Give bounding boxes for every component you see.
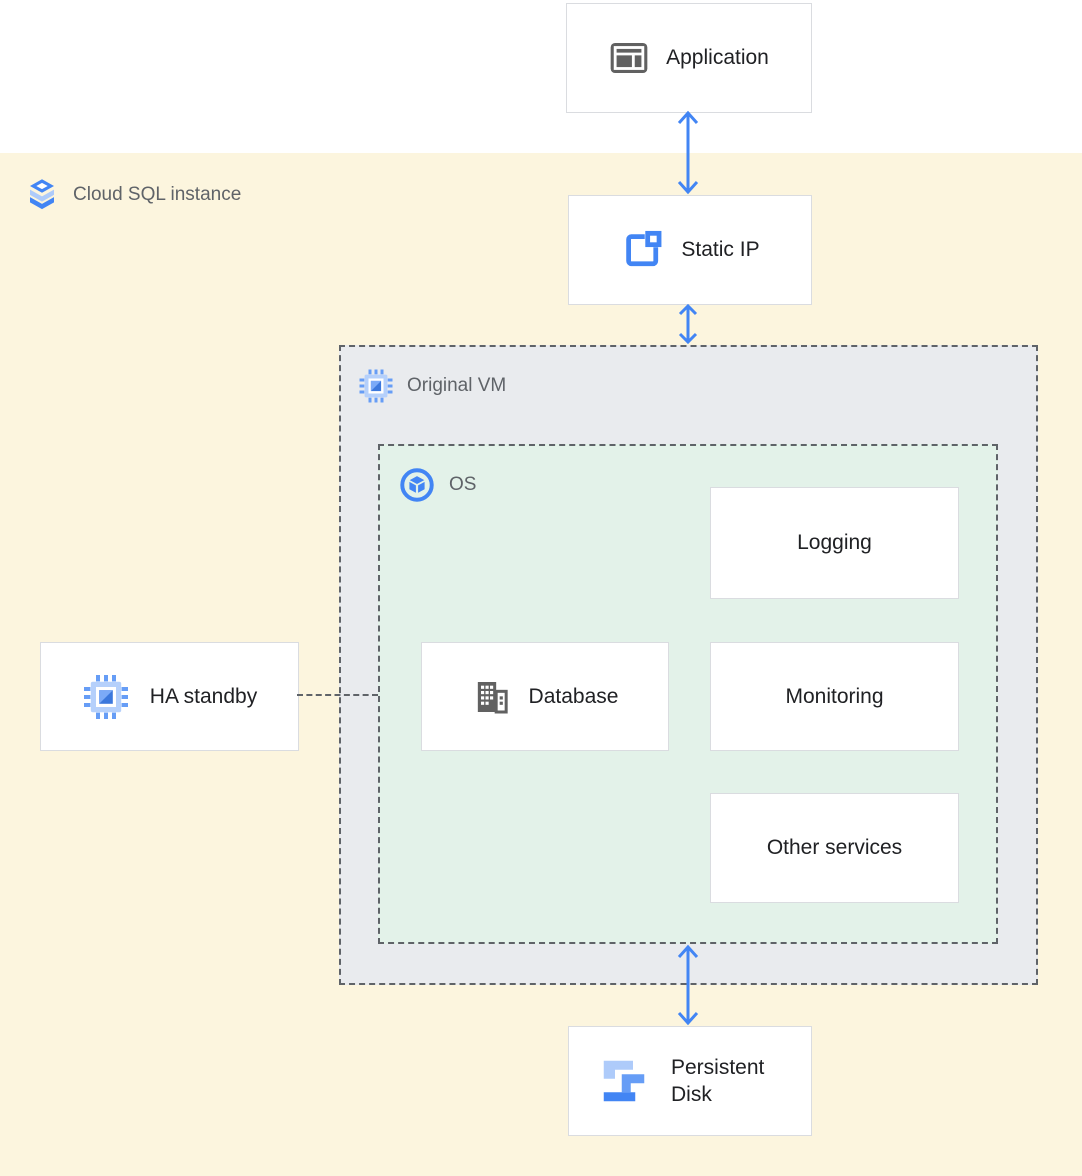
database-label: Database <box>528 684 619 708</box>
application-node: Application <box>566 3 812 113</box>
arrow-vm-persistentdisk <box>674 944 702 1026</box>
original-vm-label-text: Original VM <box>407 375 507 396</box>
cloud-sql-region-label: Cloud SQL instance <box>24 176 241 214</box>
monitoring-label: Monitoring <box>785 684 884 708</box>
persistent-disk-icon <box>597 1054 651 1108</box>
database-node: Database <box>421 642 669 751</box>
ha-standby-connector <box>297 694 378 696</box>
cloud-sql-icon <box>24 177 60 213</box>
static-ip-icon <box>620 228 664 272</box>
ha-standby-node: HA standby <box>40 642 299 751</box>
os-label-row: OS <box>398 466 476 504</box>
static-ip-node: Static IP <box>568 195 812 305</box>
original-vm-label-row: Original VM <box>358 368 506 404</box>
application-label: Application <box>666 46 769 69</box>
os-group: OS Logging <box>378 444 998 944</box>
os-label-text: OS <box>449 474 477 495</box>
logging-label: Logging <box>797 531 872 554</box>
persistent-disk-label: Persistent Disk <box>671 1055 765 1106</box>
arrow-staticip-vm <box>674 303 702 345</box>
other-services-node: Other services <box>710 793 959 903</box>
persistent-disk-node: Persistent Disk <box>568 1026 812 1136</box>
os-icon <box>398 466 436 504</box>
logging-node: Logging <box>710 487 959 599</box>
arrow-application-staticip <box>674 110 702 195</box>
cloud-sql-region-label-text: Cloud SQL instance <box>73 184 242 205</box>
database-icon <box>472 677 512 717</box>
ha-standby-label: HA standby <box>149 684 258 708</box>
static-ip-label: Static IP <box>681 238 760 261</box>
monitoring-node: Monitoring <box>710 642 959 751</box>
application-icon <box>609 41 649 75</box>
other-services-label: Other services <box>766 836 903 859</box>
original-vm-group: Original VM OS Logging <box>339 345 1038 985</box>
compute-engine-icon <box>358 368 394 404</box>
compute-engine-icon <box>82 673 130 721</box>
